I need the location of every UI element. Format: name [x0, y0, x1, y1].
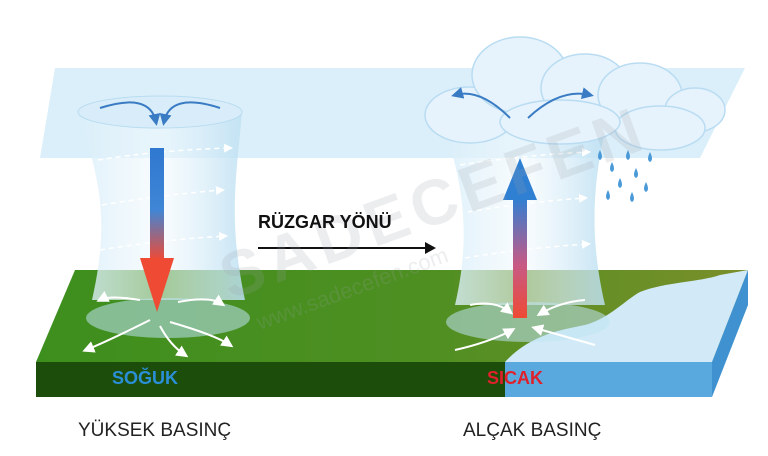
wind-direction-arrow — [258, 242, 436, 254]
warm-label: SICAK — [487, 368, 544, 388]
high-pressure-label: YÜKSEK BASINÇ — [78, 420, 232, 441]
cloud-icon — [424, 36, 726, 151]
sea-front-face — [505, 362, 712, 397]
rain-drops-icon — [598, 150, 652, 202]
wind-direction-label: RÜZGAR YÖNÜ — [258, 212, 392, 232]
sea-side-face — [712, 270, 748, 397]
land-front-face — [36, 362, 506, 397]
low-pressure-label: ALÇAK BASINÇ — [463, 420, 602, 441]
cold-label: SOĞUK — [112, 368, 179, 388]
high-pressure-column — [77, 95, 250, 358]
low-pressure-column — [445, 130, 610, 351]
